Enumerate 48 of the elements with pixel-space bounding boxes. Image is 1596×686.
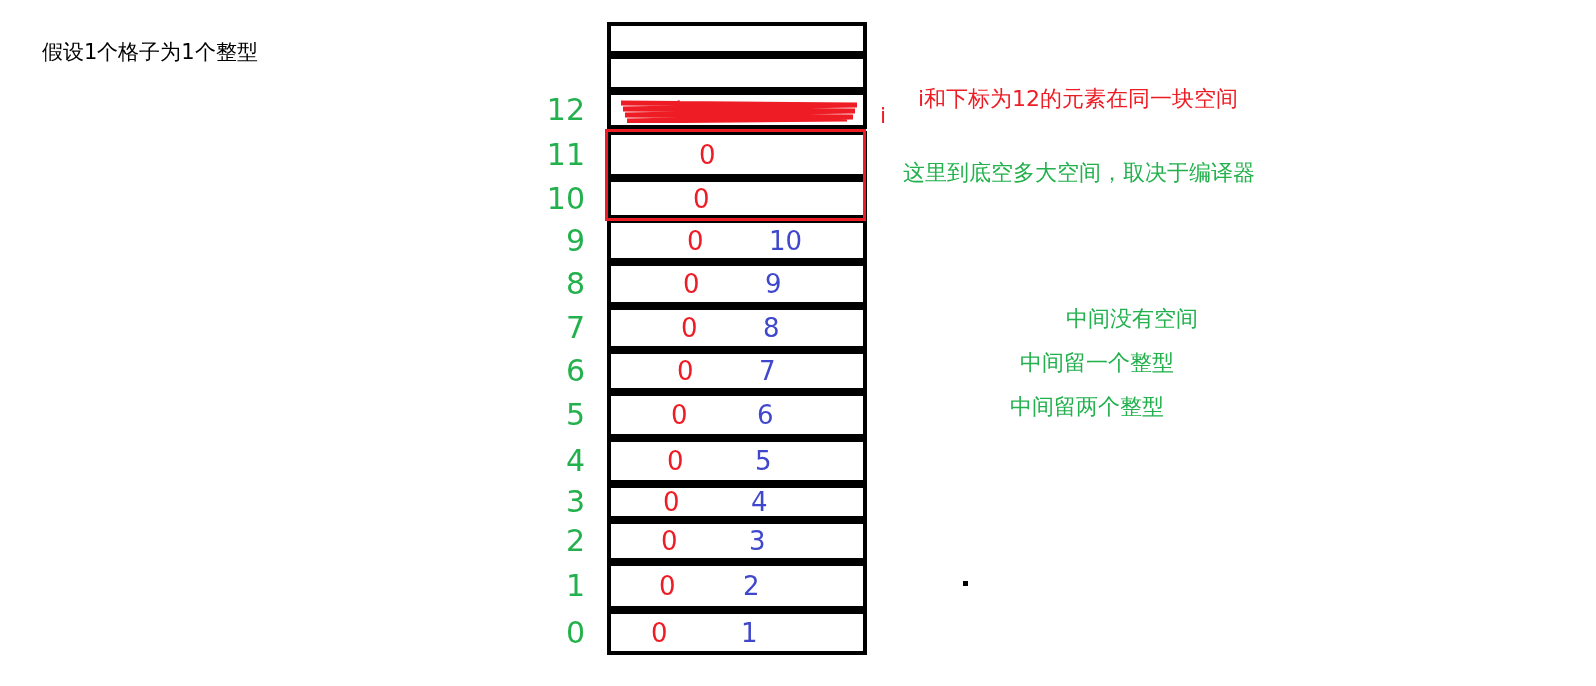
note-text: 中间留一个整型 [1020,349,1174,377]
index-number: 7 [565,313,585,343]
element-number: 5 [755,448,772,474]
element-value: 0 [661,528,678,554]
element-number: 4 [751,489,768,515]
element-number: 6 [757,402,774,428]
index-number: 0 [565,617,585,648]
note-text: 中间留两个整型 [1010,393,1164,421]
index-number: 4 [565,446,585,476]
element-value: 0 [667,448,684,474]
element-value: 0 [659,573,676,599]
variable-name: i [880,105,887,127]
memory-cell [607,22,867,55]
element-number: 9 [765,271,782,297]
index-number: 1 [565,571,585,601]
note-text: 中间没有空间 [1066,305,1198,333]
note-text: i和下标为12的元素在同一块空间 [918,85,1239,113]
index-number: 12 [546,95,585,125]
title: 假设1个格子为1个整型 [42,39,258,66]
note-text: 这里到底空多大空间，取决于编译器 [903,159,1255,187]
element-value: 0 [693,185,710,212]
element-value: 0 [677,358,694,384]
element-number: 10 [769,227,803,254]
index-number: 9 [565,225,585,256]
index-number: 3 [565,487,585,517]
element-value: 0 [699,141,716,168]
memory-cell [607,91,867,129]
index-number: 10 [546,183,585,214]
memory-cell [607,219,867,262]
element-number: 1 [741,619,758,646]
index-number: 6 [565,356,585,386]
element-number: 8 [763,315,780,341]
element-value: 0 [683,271,700,297]
element-value: 0 [671,402,688,428]
index-number: 5 [565,400,585,430]
element-value: 0 [687,227,704,254]
index-number: 2 [565,526,585,556]
element-value: 0 [663,489,680,515]
memory-cell [607,131,867,178]
index-number: 8 [565,269,585,299]
element-number: 2 [743,573,760,599]
element-number: 3 [749,528,766,554]
memory-cell [607,178,867,219]
memory-cell [607,610,867,655]
element-number: 7 [759,358,776,384]
element-value: 0 [651,619,668,646]
index-number: 11 [546,139,585,170]
element-value: 0 [681,315,698,341]
